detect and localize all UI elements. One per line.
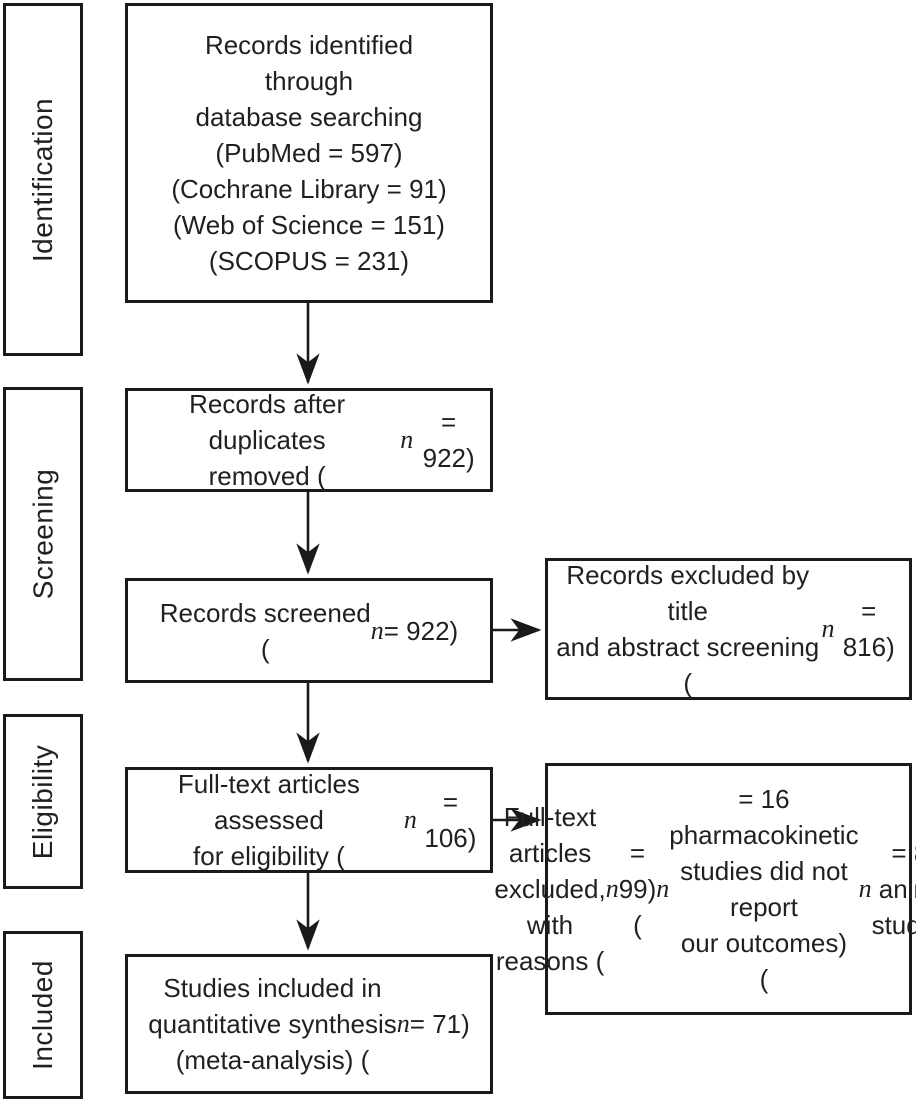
box-fulltext-excluded: Full-text articles excluded, with reason…: [494, 763, 916, 1015]
stage-label-eligibility: Eligibility: [27, 744, 58, 859]
box-records-identified: Records identified through database sear…: [125, 3, 493, 303]
box-fulltext-assessed: Full-text articles assessed for eligibil…: [125, 767, 493, 873]
box-records-screened: Records screened (n = 922): [125, 578, 493, 683]
stage-box-identification: Identification: [3, 3, 83, 356]
stage-box-eligibility: Eligibility: [3, 714, 83, 889]
stage-box-included: Included: [3, 931, 83, 1099]
box-duplicates-removed: Records after duplicates removed (n = 92…: [125, 388, 493, 492]
stage-label-included: Included: [27, 960, 58, 1070]
box-studies-included: Studies included in quantitative synthes…: [125, 954, 493, 1094]
stage-box-screening: Screening: [3, 387, 83, 681]
stage-label-identification: Identification: [27, 97, 58, 262]
box-records-excluded-screening: Records excluded by title and abstract s…: [545, 558, 912, 700]
stage-label-screening: Screening: [27, 468, 58, 600]
